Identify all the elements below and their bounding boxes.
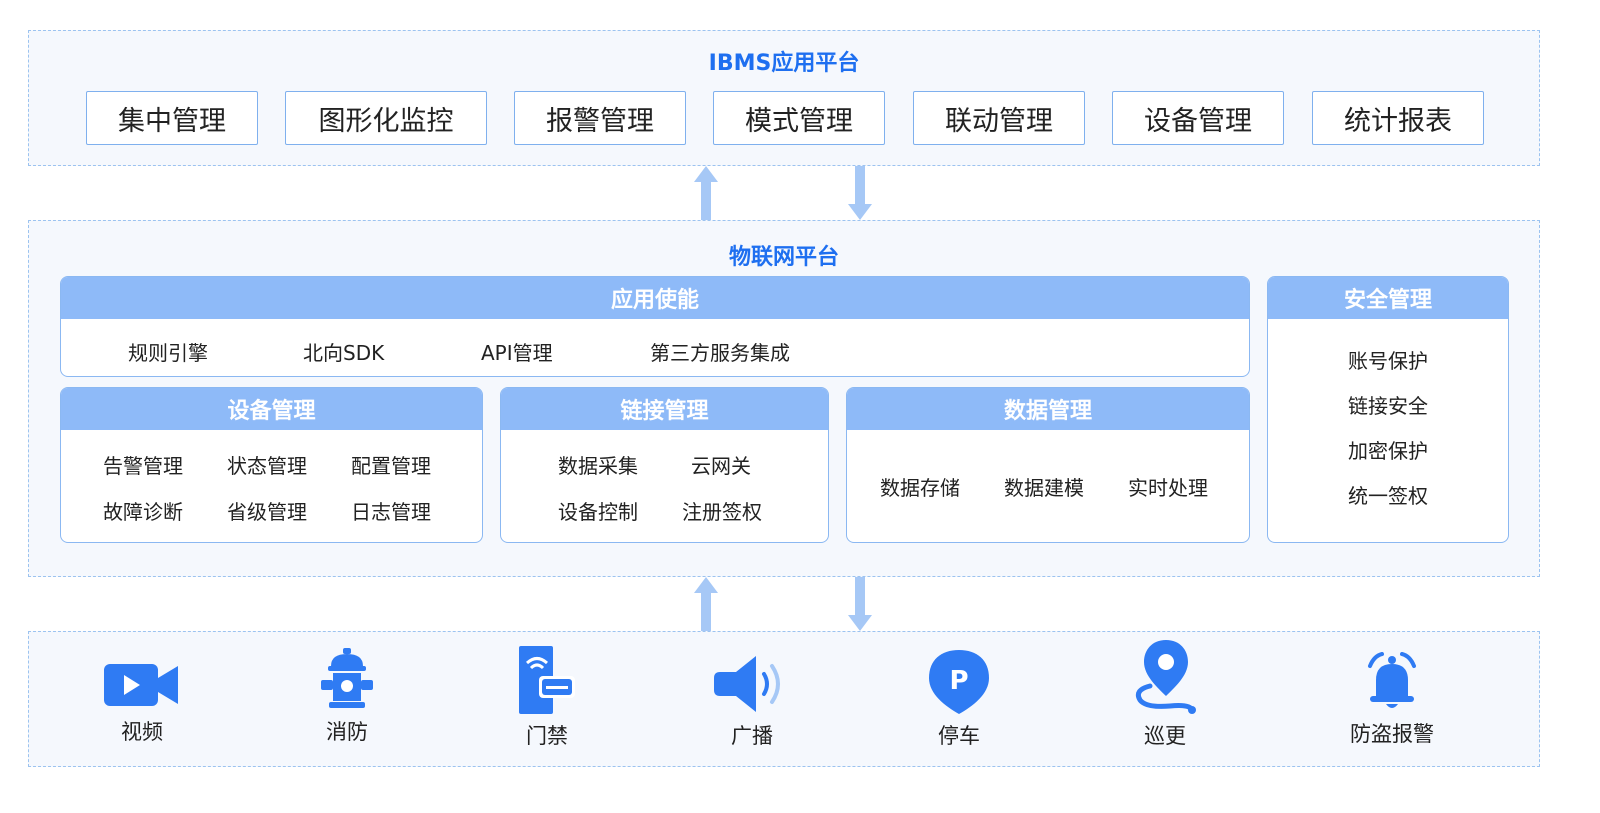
device-patrol[interactable]: 巡更: [1105, 640, 1225, 750]
ibms-item-linkage[interactable]: 联动管理: [913, 91, 1085, 145]
iot-layer: 物联网平台 应用使能 规则引擎 北向SDK API管理 第三方服务集成 安全管理…: [28, 220, 1540, 577]
ibms-item-alarm[interactable]: 报警管理: [514, 91, 686, 145]
link-mgmt-panel: 链接管理 数据采集 云网关 设备控制 注册签权: [500, 387, 829, 543]
down-arrow-icon: [848, 166, 872, 220]
security-item: 统一签权: [1348, 484, 1428, 508]
device-parking[interactable]: P 停车: [899, 650, 1019, 750]
app-enable-item: 第三方服务集成: [650, 341, 790, 365]
down-arrow-icon: [848, 577, 872, 631]
app-enable-header: 应用使能: [61, 277, 1249, 319]
device-mgmt-item: 告警管理: [103, 454, 183, 478]
data-mgmt-panel: 数据管理 数据存储 数据建模 实时处理: [846, 387, 1250, 543]
device-burglar-alarm[interactable]: 防盗报警: [1332, 652, 1452, 748]
device-mgmt-header: 设备管理: [61, 388, 482, 430]
device-label: 防盗报警: [1350, 722, 1434, 746]
up-arrow-icon: [694, 577, 718, 631]
access-card-icon: [519, 646, 575, 714]
speaker-icon: [714, 656, 780, 712]
device-label: 巡更: [1144, 724, 1186, 748]
data-mgmt-item: 数据建模: [1004, 476, 1084, 500]
device-mgmt-item: 状态管理: [227, 454, 307, 478]
up-arrow-icon: [694, 166, 718, 220]
device-broadcast[interactable]: 广播: [692, 656, 812, 750]
ibms-item-device[interactable]: 设备管理: [1112, 91, 1284, 145]
app-enable-item: 规则引擎: [128, 341, 208, 365]
device-label: 视频: [121, 720, 163, 744]
device-fire[interactable]: 消防: [287, 648, 407, 746]
device-mgmt-panel: 设备管理 告警管理 状态管理 配置管理 故障诊断 省级管理 日志管理: [60, 387, 483, 543]
security-item: 账号保护: [1348, 349, 1428, 373]
data-mgmt-item: 实时处理: [1128, 476, 1208, 500]
ibms-title: IBMS应用平台: [708, 51, 860, 76]
device-access[interactable]: 门禁: [487, 646, 607, 750]
device-label: 消防: [326, 720, 368, 744]
alarm-bell-icon: [1368, 652, 1416, 708]
ibms-item-centralized[interactable]: 集中管理: [86, 91, 258, 145]
ibms-item-graphic-monitor[interactable]: 图形化监控: [285, 91, 487, 145]
data-mgmt-item: 数据存储: [880, 476, 960, 500]
device-mgmt-item: 故障诊断: [103, 500, 183, 524]
device-mgmt-item: 日志管理: [351, 500, 431, 524]
app-enable-panel: 应用使能 规则引擎 北向SDK API管理 第三方服务集成: [60, 276, 1250, 377]
app-enable-item: 北向SDK: [303, 341, 385, 365]
ibms-item-statistics[interactable]: 统计报表: [1312, 91, 1484, 145]
device-label: 门禁: [526, 724, 568, 748]
security-header: 安全管理: [1268, 277, 1508, 319]
device-label: 停车: [938, 724, 980, 748]
ibms-item-mode[interactable]: 模式管理: [713, 91, 885, 145]
security-panel: 安全管理 账号保护 链接安全 加密保护 统一签权: [1267, 276, 1509, 543]
link-mgmt-item: 数据采集: [558, 454, 638, 478]
device-mgmt-item: 省级管理: [227, 500, 307, 524]
app-enable-item: API管理: [481, 341, 553, 365]
security-item: 加密保护: [1348, 439, 1428, 463]
link-mgmt-header: 链接管理: [501, 388, 828, 430]
device-label: 广播: [731, 724, 773, 748]
security-item: 链接安全: [1348, 394, 1428, 418]
video-camera-icon: [104, 664, 178, 706]
link-mgmt-item: 注册签权: [682, 500, 762, 524]
link-mgmt-item: 设备控制: [558, 500, 638, 524]
data-mgmt-header: 数据管理: [847, 388, 1249, 430]
svg-text:P: P: [949, 666, 968, 696]
device-layer: [28, 631, 1540, 767]
iot-title: 物联网平台: [728, 245, 839, 270]
fire-hydrant-icon: [321, 648, 373, 708]
parking-icon: P: [929, 650, 989, 714]
patrol-location-icon: [1135, 640, 1196, 714]
ibms-layer: IBMS应用平台 集中管理 图形化监控 报警管理 模式管理 联动管理 设备管理 …: [28, 30, 1540, 166]
device-video[interactable]: 视频: [82, 660, 202, 746]
device-mgmt-item: 配置管理: [351, 454, 431, 478]
link-mgmt-item: 云网关: [691, 454, 751, 478]
